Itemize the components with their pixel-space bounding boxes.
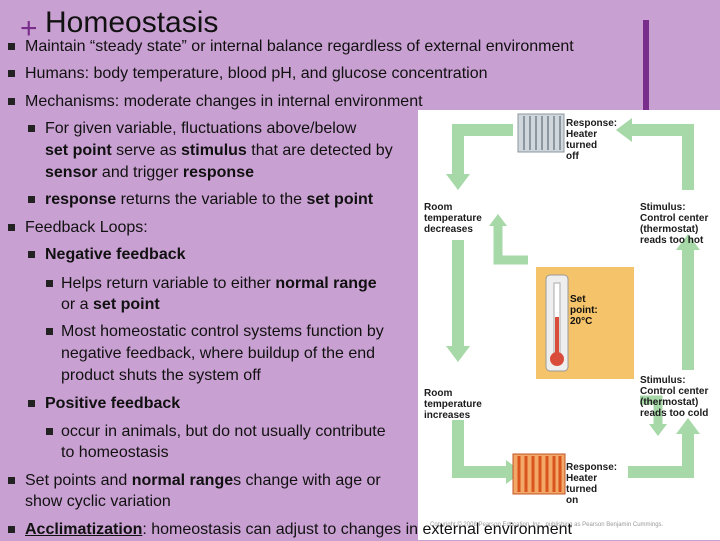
bullet-marker: [46, 280, 53, 287]
bullet-maintain: Maintain “steady state” or internal bala…: [25, 38, 574, 55]
copyright-credit: Copyright © 2008 Pearson Education, Inc.…: [430, 522, 664, 528]
bullet-marker: [28, 125, 35, 132]
bullet-marker: [8, 98, 15, 105]
bullet-occur-line2: to homeostasis: [61, 444, 169, 461]
bullet-feedback-loops: Feedback Loops:: [25, 219, 148, 236]
bullet-marker: [28, 196, 35, 203]
room-temp-increases-label: Room temperature increases: [424, 388, 482, 421]
arrow-head: [676, 418, 700, 434]
acclimatization-term: Acclimatization: [25, 521, 143, 538]
heater-off-icon: [517, 113, 565, 153]
bullet-marker: [8, 43, 15, 50]
bullet-most-line1: Most homeostatic control systems functio…: [61, 323, 384, 340]
slide-title: Homeostasis: [45, 6, 219, 39]
arrow-head: [446, 174, 470, 190]
thermometer-icon: [545, 274, 569, 372]
acclimatization-text: : homeostasis can adjust to changes in e…: [142, 521, 572, 538]
bullet-marker: [8, 70, 15, 77]
plus-icon: +: [20, 12, 38, 45]
stimulus-cold-label: Stimulus: Control center (thermostat) re…: [640, 375, 709, 419]
bullet-response: response returns the variable to the set…: [45, 191, 374, 208]
bullet-marker: [46, 328, 53, 335]
bullet-helps-line1: Helps return variable to either normal r…: [61, 275, 377, 292]
bullet-marker: [28, 251, 35, 258]
arrow-bottom-left: [452, 420, 510, 478]
bullet-most-line3: product shuts the system off: [61, 367, 261, 384]
response-on-label: Response: Heater turned on: [566, 462, 618, 506]
bullet-set-points-line2: show cyclic variation: [25, 493, 171, 510]
stimulus-hot-label: Stimulus: Control center (thermostat) re…: [640, 202, 709, 246]
arrow-head: [649, 424, 667, 436]
bullet-positive-feedback: Positive feedback: [45, 395, 181, 412]
bullet-fluctuations-line3: sensor and trigger response: [45, 164, 254, 181]
bullet-occur-line1: occur in animals, but do not usually con…: [61, 423, 386, 440]
bullet-helps-line2: or a set point: [61, 296, 160, 313]
thermostat-box: [536, 267, 634, 379]
bullet-marker: [8, 224, 15, 231]
arrow-inner-top-left: [493, 222, 528, 265]
bullet-set-points-line1: Set points and normal ranges change with…: [25, 472, 381, 489]
accent-bar: [643, 20, 649, 120]
arrow-top-right: [628, 124, 694, 190]
arrow-head: [676, 234, 700, 250]
arrow-top-left: [452, 124, 513, 178]
response-off-label: Response: Heater turned off: [566, 118, 618, 162]
thermostat-diagram: Set point: 20°C Response: Heater turned …: [418, 110, 720, 540]
room-temp-decreases-label: Room temperature decreases: [424, 202, 482, 235]
bullet-marker: [8, 526, 15, 533]
arrow-head: [446, 346, 470, 362]
diagram-graphic: [446, 113, 700, 495]
bullet-acclimatization: Acclimatization: homeostasis can adjust …: [25, 519, 572, 541]
bullet-fluctuations-line2: set point serve as stimulus that are det…: [45, 142, 393, 159]
arrow-head: [616, 118, 632, 142]
bullet-most-line2: negative feedback, where buildup of the …: [61, 345, 376, 362]
bullet-mechanisms: Mechanisms: moderate changes in internal…: [25, 93, 423, 110]
arrow-inner-bottom-right: [640, 395, 663, 428]
heater-on-icon: [512, 453, 566, 495]
bullet-marker: [8, 477, 15, 484]
bullet-marker: [46, 428, 53, 435]
bullet-humans: Humans: body temperature, blood pH, and …: [25, 65, 488, 82]
arrow-head: [489, 214, 507, 226]
bullet-negative-feedback: Negative feedback: [45, 246, 186, 263]
bullet-fluctuations-line1: For given variable, fluctuations above/b…: [45, 120, 357, 137]
set-point-label: Set point: 20°C: [570, 294, 598, 327]
arrow-bottom-right: [628, 430, 694, 478]
bullet-marker: [28, 400, 35, 407]
